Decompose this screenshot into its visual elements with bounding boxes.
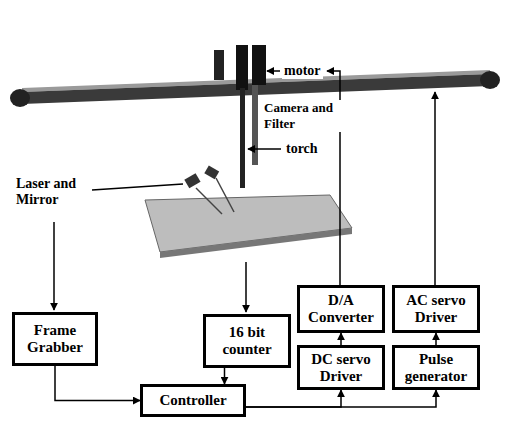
counter-box: 16 bit counter bbox=[203, 314, 291, 368]
leader-arrow bbox=[267, 70, 280, 72]
torch-body bbox=[240, 88, 245, 188]
box-label: 16 bit counter bbox=[209, 324, 285, 358]
signal-wire bbox=[53, 222, 55, 310]
text-stack: AC servo Driver bbox=[398, 292, 474, 326]
laser-beam bbox=[216, 178, 234, 212]
text-stack: DC servo Driver bbox=[303, 351, 379, 385]
rail-end-cylinder bbox=[10, 89, 30, 107]
servo-driver-box: DC servo Driver bbox=[297, 345, 385, 390]
signal-connector bbox=[435, 333, 437, 345]
camera-body bbox=[214, 50, 224, 80]
controller-box: Controller bbox=[140, 384, 246, 417]
signal-connector bbox=[340, 333, 342, 345]
signal-connector bbox=[55, 366, 140, 401]
box-label: D/A Converter bbox=[303, 292, 379, 326]
signal-wire bbox=[434, 92, 436, 285]
camera-body bbox=[236, 45, 248, 90]
text-stack: 16 bit counter bbox=[209, 324, 285, 358]
part-label: torch bbox=[284, 141, 320, 157]
mirror-symbol bbox=[204, 166, 219, 180]
camera-bracket bbox=[252, 85, 258, 165]
signal-connector bbox=[246, 390, 341, 407]
converter-box: D/A Converter bbox=[297, 285, 385, 333]
box-label: Controller bbox=[159, 392, 226, 409]
text-stack: Pulse generator bbox=[398, 351, 474, 385]
leader-arrow bbox=[248, 148, 281, 150]
text-stack: Controller bbox=[159, 392, 226, 409]
text-stack: D/A Converter bbox=[303, 292, 379, 326]
part-label: motor bbox=[282, 63, 323, 79]
signal-connector bbox=[246, 390, 436, 407]
laser-beam bbox=[196, 188, 222, 214]
pulse-generator-box: Pulse generator bbox=[392, 345, 480, 390]
leader-line bbox=[92, 184, 183, 190]
text-stack: Frame Grabber bbox=[18, 322, 92, 356]
box-label: DC servo Driver bbox=[303, 351, 379, 385]
box-label: Pulse generator bbox=[398, 351, 474, 385]
rail-end-cylinder bbox=[480, 71, 500, 89]
servo-driver-box: AC servo Driver bbox=[392, 285, 480, 333]
signal-connector bbox=[224, 368, 226, 384]
motor-body bbox=[252, 45, 266, 85]
signal-wire bbox=[245, 262, 247, 312]
box-label: AC servo Driver bbox=[398, 292, 474, 326]
laser-symbol bbox=[184, 173, 200, 188]
box-label: Frame Grabber bbox=[18, 322, 92, 356]
frame-grabber-box: Frame Grabber bbox=[12, 312, 98, 366]
workpiece-edge bbox=[160, 228, 352, 258]
part-label: Camera and Filter bbox=[262, 100, 342, 132]
part-label: Laser and Mirror bbox=[14, 176, 92, 208]
